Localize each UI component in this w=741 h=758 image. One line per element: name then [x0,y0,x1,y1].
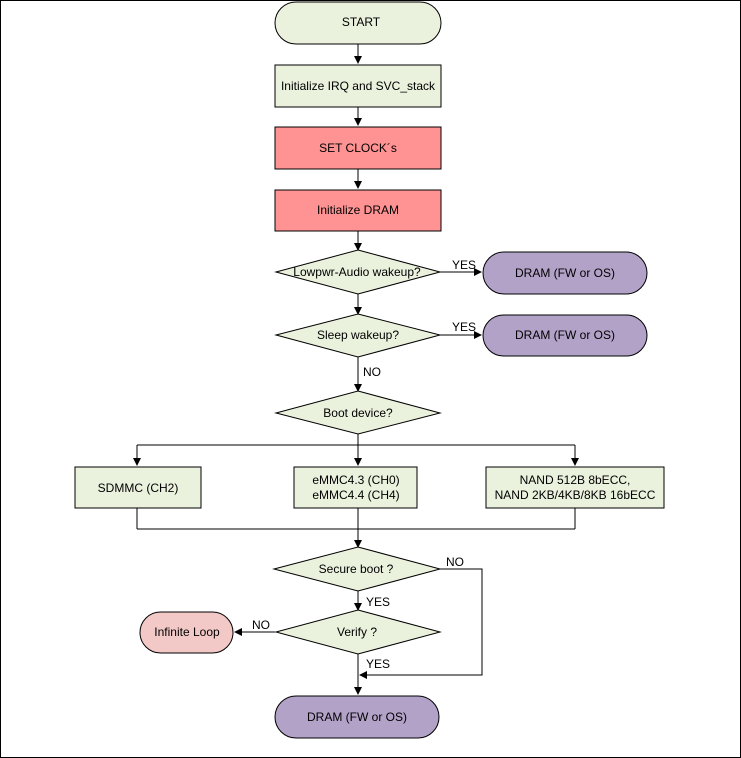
secure-boot-label: Secure boot ? [319,562,394,576]
dram-sleep-node: DRAM (FW or OS) [482,314,648,357]
dram-final-node: DRAM (FW or OS) [274,695,440,739]
yes-audio-label: YES [452,258,476,272]
sdmmc-label: SDMMC (CH2) [98,481,179,495]
init-dram-label: Initialize DRAM [317,203,399,217]
set-clock-node: SET CLOCK´s [274,126,442,170]
dram-sleep-label: DRAM (FW or OS) [515,328,615,342]
secure-boot-decision: Secure boot ? [272,546,442,592]
yes-sleep-label: YES [452,320,476,334]
edge-labels: YES YES NO NO YES NO YES [252,258,476,671]
boot-device-label: Boot device? [323,406,393,420]
nand-node: NAND 512B 8bECC, NAND 2KB/4KB/8KB 16bECC [485,466,665,509]
no-sleep-label: NO [363,365,381,379]
no-verify-label: NO [252,618,270,632]
set-clock-label: SET CLOCK´s [319,141,397,155]
init-dram-node: Initialize DRAM [274,189,442,232]
infinite-loop-node: Infinite Loop [139,611,234,654]
nand-label-line2: NAND 2KB/4KB/8KB 16bECC [495,488,656,502]
emmc-node: eMMC4.3 (CH0) eMMC4.4 (CH4) [293,466,418,509]
emmc-label-line1: eMMC4.3 (CH0) [312,473,399,487]
verify-decision: Verify ? [274,609,442,655]
sleep-wakeup-decision: Sleep wakeup? [274,313,442,358]
yes-verify-label: YES [366,657,390,671]
emmc-label-line2: eMMC4.4 (CH4) [312,488,399,502]
verify-label: Verify ? [337,625,377,639]
lowpwr-audio-label: Lowpwr-Audio wakeup? [293,265,421,279]
lowpwr-audio-decision: Lowpwr-Audio wakeup? [274,249,442,295]
dram-final-label: DRAM (FW or OS) [307,710,407,724]
dram-audio-label: DRAM (FW or OS) [515,266,615,280]
edges [133,44,579,695]
yes-secure-label: YES [366,595,390,609]
boot-device-decision: Boot device? [274,390,442,435]
init-irq-node: Initialize IRQ and SVC_stack [274,64,442,108]
dram-audio-node: DRAM (FW or OS) [482,251,648,295]
sleep-wakeup-label: Sleep wakeup? [317,328,399,342]
start-label: START [342,15,381,29]
no-secure-label: NO [446,555,464,569]
nand-label-line1: NAND 512B 8bECC, [520,473,631,487]
infinite-loop-label: Infinite Loop [154,625,220,639]
sdmmc-node: SDMMC (CH2) [74,466,202,509]
init-irq-label: Initialize IRQ and SVC_stack [281,79,436,93]
start-node: START [274,1,442,45]
edge-secure-no [359,568,483,679]
